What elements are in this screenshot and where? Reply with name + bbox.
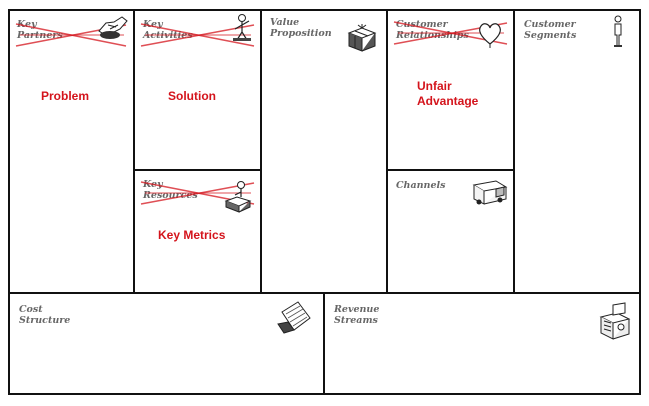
key-resources-block: Key Resources Key Metrics xyxy=(135,171,260,292)
cost-structure-block: Cost Structure xyxy=(10,294,323,393)
key-activities-block: Key Activities Solution xyxy=(135,11,260,169)
customer-relationships-label: Customer Relationships xyxy=(396,19,469,41)
handshake-icon xyxy=(98,16,128,39)
cash-register-icon xyxy=(599,302,631,340)
resources-icon xyxy=(224,181,252,213)
divider xyxy=(133,169,262,171)
price-tag-icon xyxy=(277,301,311,334)
customer-segments-label: Customer Segments xyxy=(524,19,577,41)
revenue-streams-block: Revenue Streams xyxy=(325,294,639,393)
divider xyxy=(386,169,515,171)
value-proposition-label: Value Proposition xyxy=(270,17,332,39)
divider xyxy=(386,9,388,294)
divider xyxy=(323,292,325,395)
truck-icon xyxy=(472,180,508,205)
worker-icon xyxy=(233,14,251,41)
cost-structure-label: Cost Structure xyxy=(19,304,71,326)
solution-label: Solution xyxy=(168,89,216,103)
value-proposition-block: Value Proposition xyxy=(262,11,386,292)
divider xyxy=(133,9,135,294)
problem-label: Problem xyxy=(41,89,90,103)
divider xyxy=(513,9,515,294)
channels-label: Channels xyxy=(396,180,446,191)
key-partners-block: Key Partners Problem xyxy=(10,11,133,292)
key-metrics-label: Key Metrics xyxy=(158,228,226,242)
revenue-streams-label: Revenue Streams xyxy=(334,304,380,326)
heart-icon xyxy=(479,23,501,48)
divider xyxy=(260,9,262,294)
customer-segments-block: Customer Segments xyxy=(515,11,639,292)
customer-relationships-block: Customer Relationships Unfair Advantage xyxy=(388,11,513,169)
person-icon xyxy=(614,15,622,47)
gift-icon xyxy=(347,24,377,52)
unfair-advantage-label: Unfair Advantage xyxy=(417,79,479,108)
channels-block: Channels xyxy=(388,171,513,292)
